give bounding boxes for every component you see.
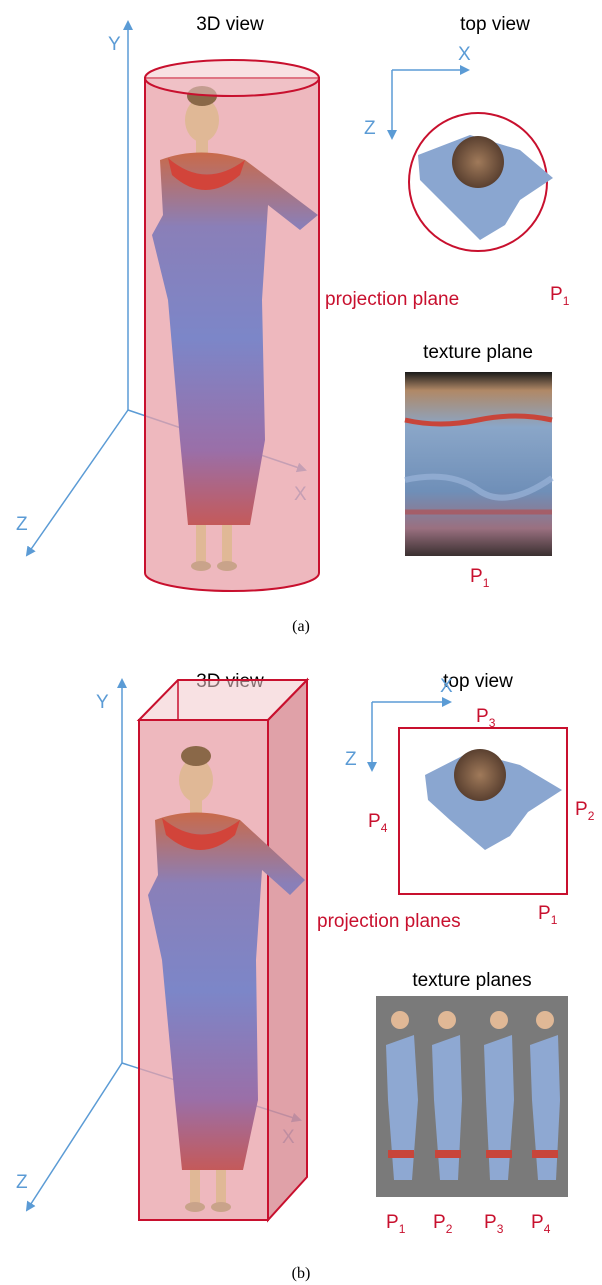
- panel-b-top-view-projection: [398, 727, 568, 895]
- panel-b-texture-p1-label: P1: [386, 1212, 406, 1236]
- panel-b-texture-p2-label: P2: [433, 1212, 453, 1236]
- panel-a-texture-plane-title: texture plane: [423, 342, 533, 363]
- panel-b-texture-planes-title: texture planes: [412, 970, 531, 991]
- panel-a-top-x-label: X: [458, 44, 471, 65]
- panel-a-p1-label: P1: [550, 284, 570, 308]
- panel-b-top-view-axes: X Z: [345, 676, 453, 772]
- panel-b-caption: (b): [292, 1265, 311, 1282]
- panel-b-top-view-title: top view: [443, 671, 513, 692]
- panel-b-z-axis-label: Z: [16, 1172, 28, 1193]
- panel-b-person-figure: [148, 746, 305, 1212]
- panel-b-p2-label: P2: [575, 799, 595, 823]
- panel-a-texture-p1-label: P1: [470, 566, 490, 590]
- panel-b-y-axis-label: Y: [96, 692, 109, 713]
- panel-b-p1-label: P1: [538, 903, 558, 927]
- panel-b-box: [136, 677, 310, 1223]
- panel-b-texture-p3-label: P3: [484, 1212, 504, 1236]
- panel-a-projection-plane-label: projection plane: [325, 289, 459, 310]
- panel-b-texture-image: [376, 996, 568, 1197]
- panel-b-p4-label: P4: [368, 811, 388, 835]
- panel-b-top-x-label: X: [440, 676, 453, 697]
- panel-a-cylinder: [144, 59, 320, 592]
- panel-a: 3D view top view Y X Z: [16, 14, 570, 635]
- panel-a-caption: (a): [292, 618, 310, 635]
- panel-b: 3D view top view Y X Z: [16, 671, 595, 1282]
- panel-b-top-z-label: Z: [345, 749, 357, 770]
- panel-a-top-view-axes: X Z: [364, 44, 471, 140]
- panel-b-p3-label: P3: [476, 706, 496, 730]
- panel-a-top-view-title: top view: [460, 14, 530, 35]
- panel-a-texture-image: [404, 372, 554, 556]
- panel-a-top-z-label: Z: [364, 118, 376, 139]
- panel-a-3d-view-title: 3D view: [196, 14, 264, 35]
- panel-b-texture-p4-label: P4: [531, 1212, 551, 1236]
- panel-a-top-view-projection: [408, 112, 553, 252]
- panel-b-projection-planes-label: projection planes: [317, 911, 461, 932]
- panel-a-y-axis-label: Y: [108, 34, 121, 55]
- panel-b-texture-p-labels: P1 P2 P3 P4: [386, 1212, 551, 1236]
- panel-a-z-axis-label: Z: [16, 514, 28, 535]
